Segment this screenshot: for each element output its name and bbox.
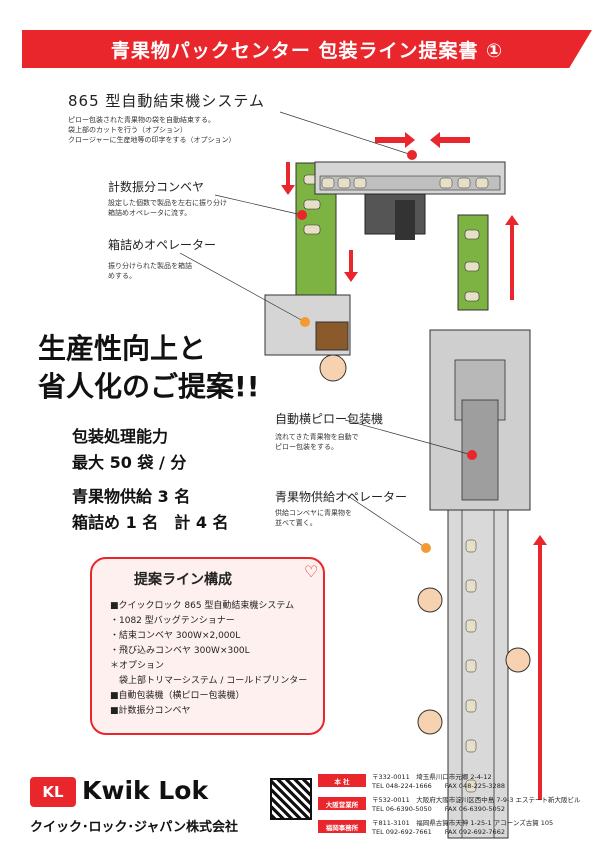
- company-name: クイック･ロック･ジャパン株式会社: [30, 820, 239, 835]
- flow-arrows: [281, 132, 547, 800]
- right-green-conveyor: [457, 214, 489, 311]
- page-title-banner: 青果物パックセンター 包装ライン提案書 ①: [22, 30, 592, 68]
- tying-label: 865 型自動結束機システム: [68, 92, 265, 110]
- list-item: ■計数振分コンベヤ: [110, 706, 191, 716]
- office-line1: 〒811-3101 福岡県古賀市天神 1-25-1 アコーンズ古賀 105: [372, 819, 554, 827]
- pillow-desc: 流れてきた青果物を自動で ピロー包装をする。: [275, 433, 359, 451]
- operators: [319, 354, 531, 735]
- office-tag: 福岡事務所: [318, 820, 366, 833]
- office-line1: 〒332-0011 埼玉県川口市元郷 2-4-12: [372, 773, 492, 781]
- list-item: 袋上部トリマーシステム / コールドプリンター: [110, 676, 308, 686]
- list-item: ■クイックロック 865 型自動結束機システム: [110, 601, 295, 611]
- tying-desc: ピロー包装された青果物の袋を自動結束する。 袋上部のカットを行う（オプション） …: [68, 116, 236, 144]
- tying-machine: [314, 161, 506, 240]
- office-line2: TEL 092-692-7661 FAX 092-692-7662: [372, 828, 505, 836]
- office-line2: TEL 06-6390-5050 FAX 06-6390-5052: [372, 805, 505, 813]
- logo-mark: KL: [30, 777, 76, 807]
- staff-text: 青果物供給 3 名 箱詰め 1 名 計 4 名: [72, 487, 229, 532]
- supply-desc: 供給コンベヤに青果物を 並べて置く。: [275, 509, 352, 527]
- capacity-text: 包装処理能力 最大 50 袋 / 分: [72, 427, 187, 472]
- qr-code-icon: [270, 778, 312, 820]
- heart-icon: ♡: [304, 562, 319, 581]
- list-item: ＊オプション: [110, 661, 165, 671]
- sorter-label: 計数振分コンベヤ: [108, 180, 205, 194]
- list-item: ・1082 型バッグテンショナー: [110, 616, 235, 626]
- list-item: ■自動包装機（横ピロー包装機）: [110, 691, 245, 701]
- page-title: 青果物パックセンター 包装ライン提案書 ①: [110, 39, 504, 62]
- pillow-label: 自動横ピロー包装機: [275, 412, 384, 426]
- sorter-desc: 設定した個数で製品を左右に振り分け 箱詰めオペレータに流す。: [108, 199, 227, 217]
- config-box: 提案ライン構成 ■クイックロック 865 型自動結束機システム ・1082 型バ…: [90, 557, 325, 735]
- headline: 生産性向上と 省人化のご提案!!: [38, 332, 260, 403]
- packer-label: 箱詰めオペレーター: [108, 238, 217, 252]
- logo-text: Kwik Lok: [82, 776, 209, 805]
- config-title: 提案ライン構成: [134, 572, 232, 588]
- office-line1: 〒532-0011 大阪府大阪市淀川区西中島 7-9-3 エステート新大阪ビル: [372, 796, 581, 804]
- office-tag: 本 社: [318, 774, 366, 787]
- list-item: ・飛び込みコンベヤ 300W×300L: [110, 646, 250, 656]
- supply-conveyor: [447, 509, 509, 839]
- packer-desc: 振り分けられた製品を箱詰 めする。: [108, 262, 192, 280]
- supply-label: 青果物供給オペレーター: [275, 490, 408, 504]
- config-list: ■クイックロック 865 型自動結束機システム ・1082 型バッグテンショナー…: [110, 599, 307, 719]
- office-line2: TEL 048-224-1666 FAX 048-225-3288: [372, 782, 505, 790]
- list-item: ・結束コンベヤ 300W×2,000L: [110, 631, 241, 641]
- logo-mark-text: KL: [42, 783, 64, 801]
- pillow-machine: [429, 329, 531, 511]
- office-tag: 大阪営業所: [318, 797, 366, 810]
